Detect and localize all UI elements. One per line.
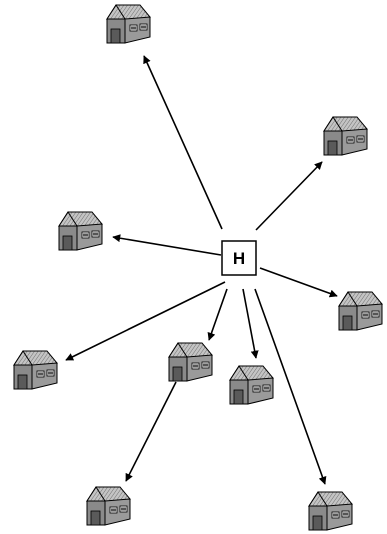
hub-label: H — [233, 249, 245, 268]
warehouse-icon-bottom-right — [308, 491, 353, 531]
edge-arrow-hub-to-lower-left — [65, 281, 226, 361]
edge-arrow-hub-to-bottom-right — [254, 288, 327, 485]
warehouse-icon-center-mid — [168, 342, 213, 382]
warehouse-icon-upper-right — [323, 116, 368, 156]
warehouse-icon-top — [106, 4, 151, 44]
warehouse-icon-left — [58, 211, 103, 251]
edge-arrow-hub-to-center-mid — [207, 288, 228, 341]
edge-arrow-hub-to-upper-right — [255, 161, 323, 231]
warehouse-icon-right — [338, 291, 383, 331]
edge-arrow-hub-to-center-right — [242, 288, 259, 359]
warehouse-icon-lower-left — [13, 350, 58, 390]
warehouse-icon-bottom-left — [86, 486, 131, 526]
edge-arrow-hub-to-top — [143, 55, 223, 230]
edge-arrow-hub-to-left — [112, 234, 222, 256]
edge-arrow-hub-to-right — [259, 267, 338, 298]
hub-node: H — [221, 240, 257, 276]
edge-arrow-center-mid-to-bottom-left — [125, 381, 177, 482]
warehouse-icon-center-right — [229, 365, 274, 405]
